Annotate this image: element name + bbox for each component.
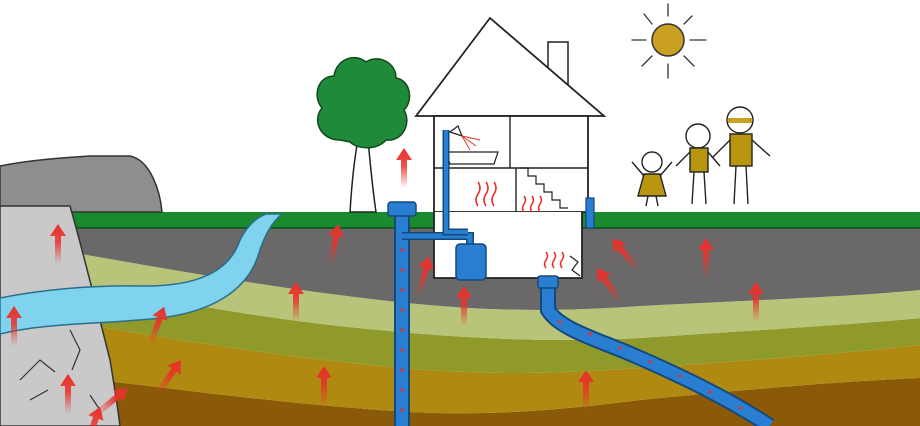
tree [316,56,411,213]
family [631,106,771,207]
river [0,213,285,335]
heat-waves [475,181,565,269]
fan-unit [455,243,487,281]
soil-layer-olive [0,270,920,373]
soil-layer-brown [0,370,920,426]
sun [631,3,707,79]
house [414,16,607,279]
pipes [387,130,775,426]
soil-layer-light-green [0,240,920,340]
